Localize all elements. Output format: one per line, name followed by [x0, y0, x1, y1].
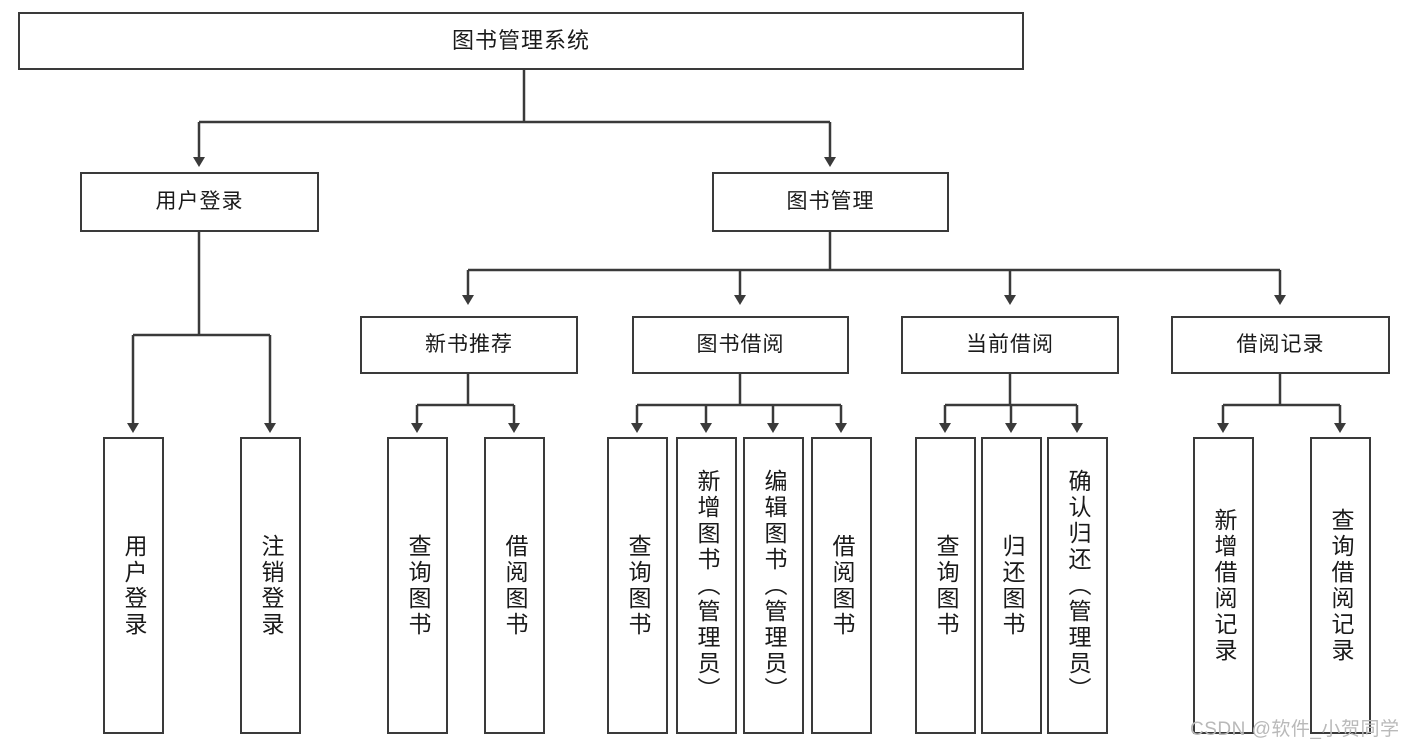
leaf-current-confirm-return-admin[interactable]: 确认归还（管理员） [1047, 437, 1108, 734]
node-label: 编辑图书（管理员） [761, 468, 787, 703]
node-label: 新增借阅记录 [1211, 507, 1237, 664]
node-label: 归还图书 [999, 533, 1025, 638]
csdn-watermark: CSDN @软件_小贺同学 [1190, 719, 1400, 740]
leaf-borrow-query-book[interactable]: 查询图书 [607, 437, 668, 734]
leaf-current-query-book[interactable]: 查询图书 [915, 437, 976, 734]
leaf-user-login[interactable]: 用户登录 [103, 437, 164, 734]
leaf-borrow-edit-book-admin[interactable]: 编辑图书（管理员） [743, 437, 804, 734]
node-label: 图书管理 [786, 190, 875, 214]
node-label: 查询借阅记录 [1328, 507, 1354, 664]
node-current-borrow[interactable]: 当前借阅 [901, 316, 1119, 374]
leaf-newbook-borrow-book[interactable]: 借阅图书 [484, 437, 545, 734]
node-root-system[interactable]: 图书管理系统 [18, 12, 1024, 70]
node-label: 图书管理系统 [451, 27, 590, 53]
node-user-login[interactable]: 用户登录 [80, 172, 319, 232]
node-label: 注销登录 [258, 533, 284, 638]
node-label: 新书推荐 [425, 333, 513, 357]
node-label: 用户登录 [155, 190, 244, 214]
leaf-record-query-record[interactable]: 查询借阅记录 [1310, 437, 1371, 734]
node-label: 借阅图书 [829, 533, 855, 638]
node-label: 借阅记录 [1236, 333, 1325, 357]
node-label: 新增图书（管理员） [694, 468, 720, 703]
leaf-user-logout[interactable]: 注销登录 [240, 437, 301, 734]
leaf-borrow-borrow-book[interactable]: 借阅图书 [811, 437, 872, 734]
node-label: 查询图书 [405, 533, 431, 638]
leaf-newbook-query-book[interactable]: 查询图书 [387, 437, 448, 734]
leaf-record-add-record[interactable]: 新增借阅记录 [1193, 437, 1254, 734]
node-label: 图书借阅 [696, 333, 785, 357]
node-label: 用户登录 [121, 533, 147, 638]
node-label: 查询图书 [933, 533, 959, 638]
node-label: 查询图书 [625, 533, 651, 638]
node-borrow-record[interactable]: 借阅记录 [1171, 316, 1390, 374]
node-book-management[interactable]: 图书管理 [712, 172, 949, 232]
leaf-borrow-add-book-admin[interactable]: 新增图书（管理员） [676, 437, 737, 734]
node-new-book-recommend[interactable]: 新书推荐 [360, 316, 578, 374]
node-label: 当前借阅 [966, 333, 1054, 357]
node-label: 借阅图书 [502, 533, 528, 638]
leaf-current-return-book[interactable]: 归还图书 [981, 437, 1042, 734]
node-book-borrow[interactable]: 图书借阅 [632, 316, 849, 374]
node-label: 确认归还（管理员） [1065, 468, 1091, 703]
